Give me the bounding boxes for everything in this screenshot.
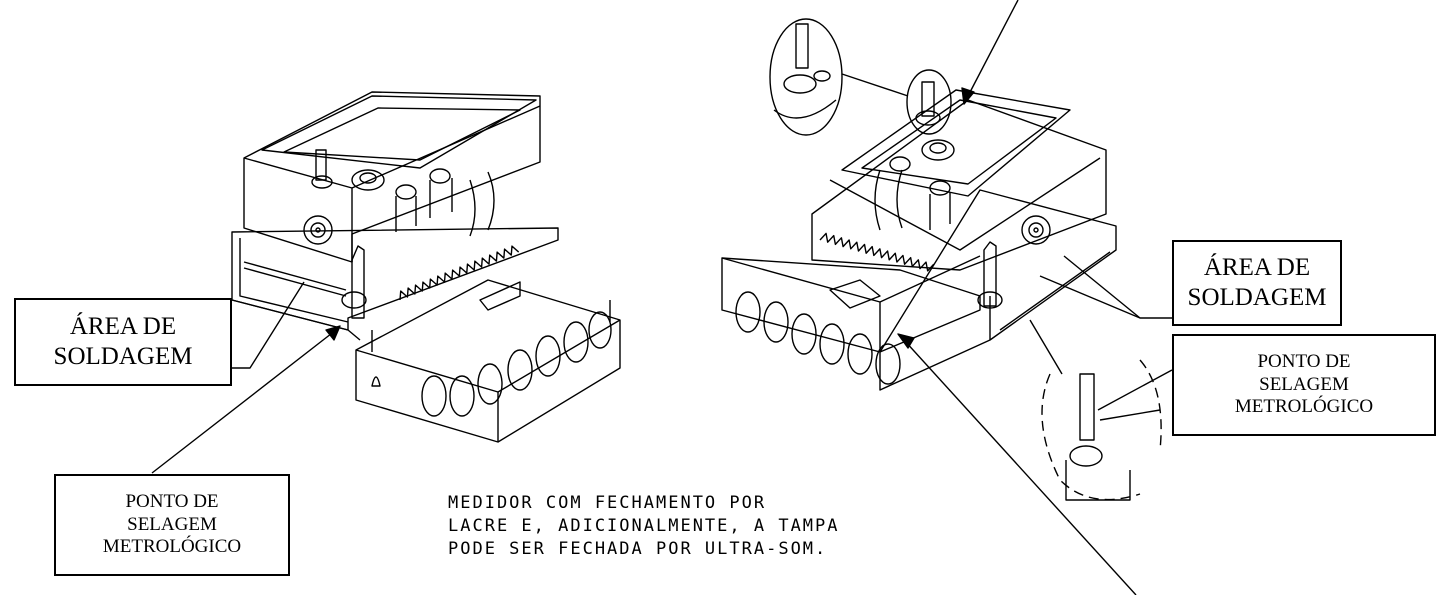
leader-right-weld	[1063, 255, 1172, 319]
label-right-weld-line2: SOLDAGEM	[1187, 284, 1327, 311]
label-left-seal-line2: SELAGEM	[127, 513, 217, 535]
label-left-weld-area: ÁREA DE SOLDAGEM	[14, 298, 232, 386]
right-meter	[721, 81, 1141, 391]
label-right-seal-point: PONTO DE SELAGEM METROLÓGICO	[1172, 334, 1436, 436]
leader-lines	[151, 0, 1173, 595]
leader-bottom-terminal	[903, 339, 1137, 595]
note-line-2: LACRE E, ADICIONALMENTE, A TAMPA	[448, 516, 840, 536]
label-left-weld-line1: ÁREA DE	[69, 313, 177, 340]
leader-left-weld	[232, 281, 305, 369]
arrowhead-bottom-terminal	[897, 333, 915, 349]
detail-circle-top	[769, 18, 952, 136]
label-left-weld-line2: SOLDAGEM	[53, 343, 193, 370]
note-line-1: MEDIDOR COM FECHAMENTO POR	[448, 493, 767, 513]
leader-left-seal	[151, 329, 337, 474]
detail-circle-right	[1029, 319, 1162, 501]
label-right-seal-line3: METROLÓGICO	[1234, 396, 1374, 418]
label-right-weld-line1: ÁREA DE	[1203, 254, 1311, 281]
leader-right-seal	[1097, 369, 1173, 411]
label-right-seal-line1: PONTO DE	[1257, 350, 1351, 372]
arrowhead-left-seal	[325, 325, 341, 341]
meter-closure-note: MEDIDOR COM FECHAMENTO POR LACRE E, ADIC…	[448, 492, 840, 561]
label-left-seal-line3: METROLÓGICO	[102, 536, 242, 558]
note-line-3: PODE SER FECHADA POR ULTRA-SOM.	[448, 539, 828, 559]
left-meter	[231, 91, 621, 443]
arrowhead-top-seal	[961, 87, 975, 105]
label-right-weld-area: ÁREA DE SOLDAGEM	[1172, 240, 1342, 326]
label-left-seal-point: PONTO DE SELAGEM METROLÓGICO	[54, 474, 290, 576]
label-right-seal-line2: SELAGEM	[1259, 373, 1349, 395]
label-left-seal-line1: PONTO DE	[125, 490, 219, 512]
leader-top-seal	[967, 0, 1019, 97]
